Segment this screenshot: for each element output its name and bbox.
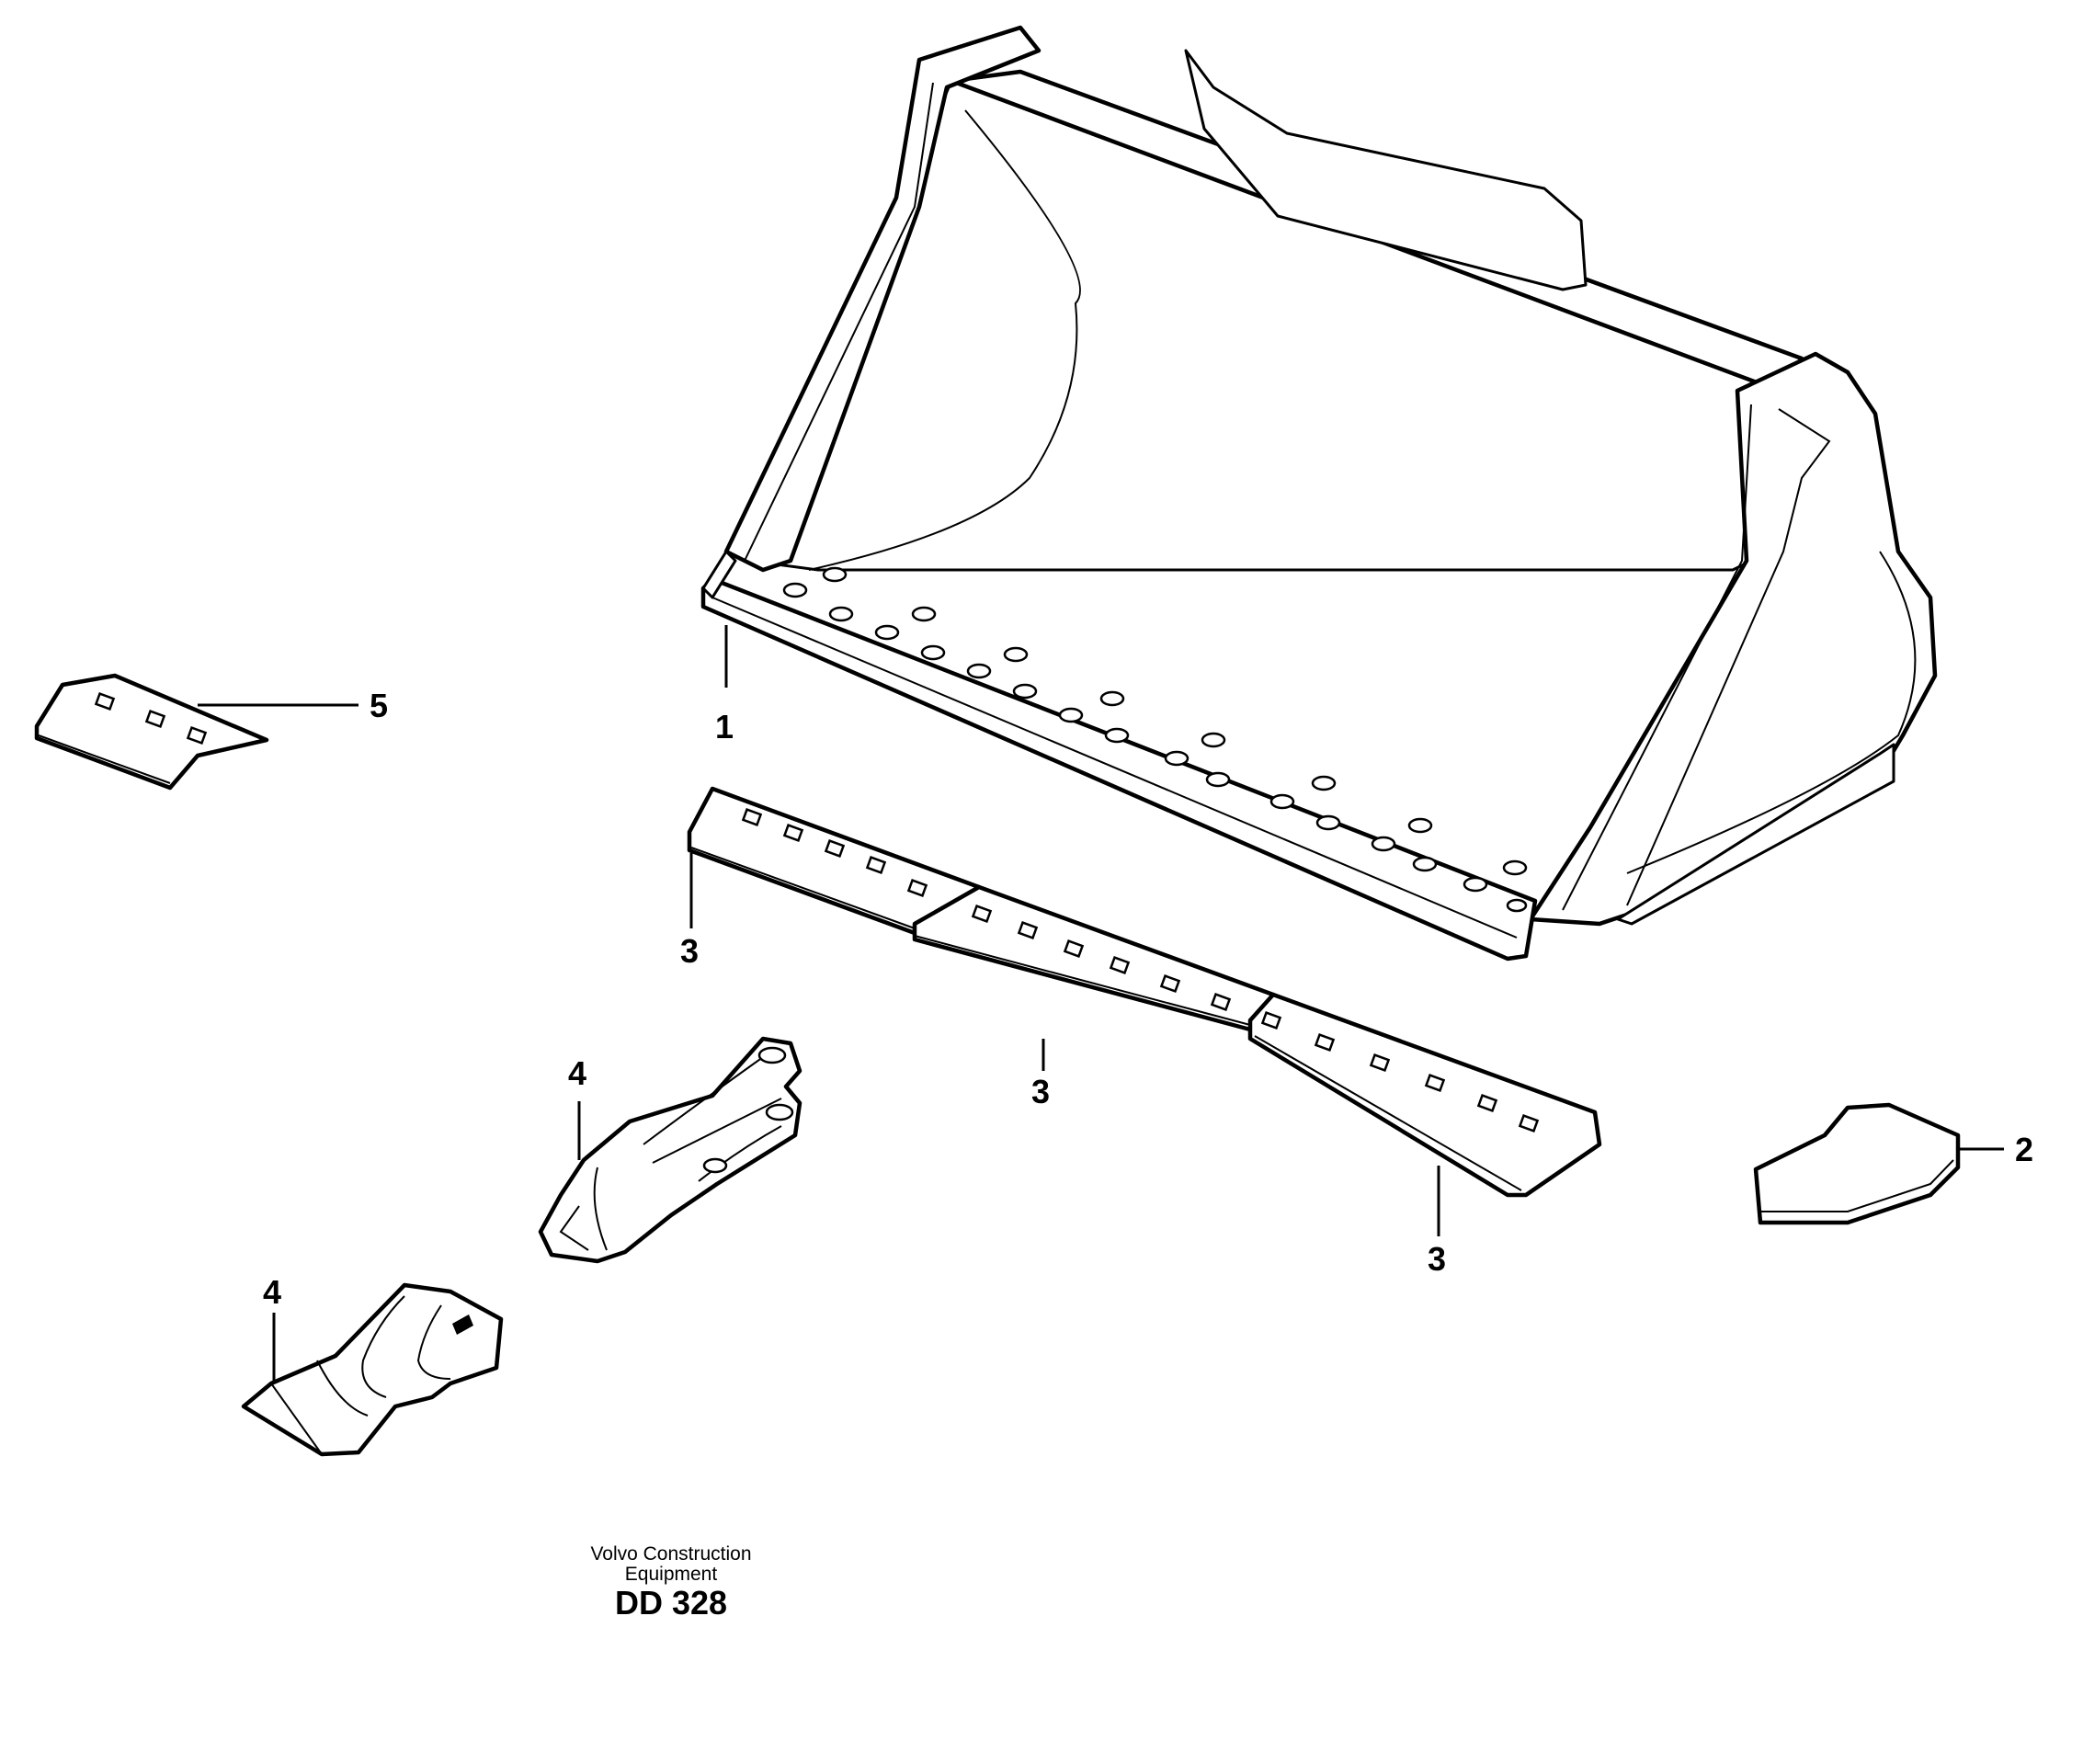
edge-bolt-holes	[741, 808, 1540, 1132]
lip-bolt-holes	[782, 566, 1528, 913]
callout-4-tip: 4	[263, 1273, 281, 1311]
side-wear-plate	[1753, 1102, 1961, 1225]
caption-company-line1: Volvo Construction	[590, 1543, 752, 1565]
callout-3-left: 3	[680, 932, 699, 970]
tooth-tip	[241, 1282, 504, 1457]
callout-labels: 1 2 3 3 3 4 4 5	[263, 687, 2033, 1311]
cutting-edge-segments	[687, 786, 1602, 1198]
wear-plate	[34, 673, 269, 791]
callout-1: 1	[715, 708, 734, 745]
drawing-caption: Volvo Construction Equipment DD 328	[515, 1544, 827, 1622]
callout-3-middle: 3	[1031, 1073, 1050, 1110]
callout-4-adapter: 4	[568, 1054, 586, 1092]
caption-company-line2: Equipment	[624, 1564, 718, 1585]
leader-lines	[198, 625, 2004, 1383]
tooth-adapter	[538, 1036, 802, 1264]
caption-drawing-code: DD 328	[614, 1584, 728, 1622]
bucket	[700, 25, 1938, 962]
callout-3-right: 3	[1428, 1240, 1446, 1278]
callout-2: 2	[2015, 1131, 2033, 1168]
callout-5: 5	[370, 687, 388, 724]
